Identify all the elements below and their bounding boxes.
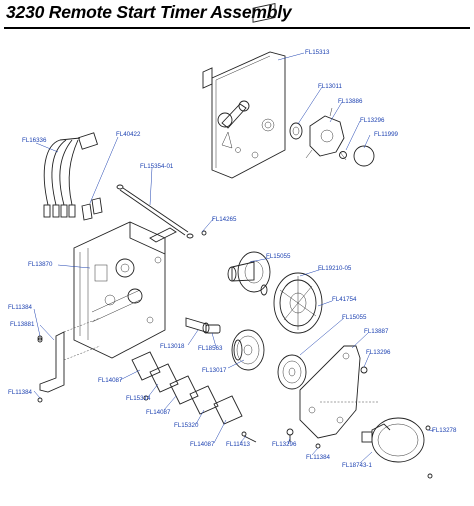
label-fl11384-top: FL11384 bbox=[8, 304, 33, 311]
back-plate-part bbox=[202, 3, 286, 179]
label-fl13018: FL13018 bbox=[160, 343, 185, 350]
label-fl14087-2: FL14087 bbox=[146, 409, 171, 416]
drive-shaft-part bbox=[185, 317, 221, 334]
label-fl13278: FL13278 bbox=[432, 427, 457, 434]
label-fl18743-1: FL18743-1 bbox=[342, 462, 372, 469]
label-fl13881: FL13881 bbox=[10, 321, 35, 328]
label-fl15055-lower: FL15055 bbox=[342, 314, 367, 321]
label-fl13296: FL13296 bbox=[360, 117, 385, 124]
label-fl18563: FL18563 bbox=[198, 345, 223, 352]
cam-gear-part bbox=[227, 251, 271, 296]
label-fl11384-bottom: FL11384 bbox=[306, 454, 331, 461]
label-fl13296-bottom: FL13296 bbox=[272, 441, 297, 448]
label-fl19210-05: FL19210-05 bbox=[318, 265, 352, 272]
large-gear-part bbox=[231, 329, 265, 371]
label-fl15354-01: FL15354-01 bbox=[140, 163, 174, 170]
label-fl13017: FL13017 bbox=[202, 367, 227, 374]
wire-harness-part bbox=[43, 132, 99, 218]
label-fl15314: FL15314 bbox=[126, 395, 151, 402]
wire-nut-part bbox=[81, 197, 103, 221]
label-fl15313: FL15313 bbox=[305, 49, 330, 56]
label-fl40422: FL40422 bbox=[116, 131, 141, 138]
label-fl14087-3: FL14087 bbox=[190, 441, 215, 448]
label-fl13886: FL13886 bbox=[338, 98, 363, 105]
label-fl11413: FL11413 bbox=[226, 441, 251, 448]
label-fl13011: FL13011 bbox=[318, 83, 343, 90]
label-fl15320: FL15320 bbox=[174, 422, 199, 429]
label-fl11384-left: FL11384 bbox=[8, 389, 33, 396]
label-fl41754: FL41754 bbox=[332, 296, 357, 303]
second-gear-part bbox=[277, 354, 307, 390]
timer-housing-part bbox=[73, 221, 177, 359]
knob-assembly-part bbox=[289, 107, 375, 167]
program-wheel-part bbox=[273, 272, 323, 334]
label-fl13870: FL13870 bbox=[28, 261, 53, 268]
label-fl14265: FL14265 bbox=[212, 216, 237, 223]
motor-plate-part bbox=[299, 345, 378, 439]
leader-lines bbox=[33, 52, 435, 464]
page-title: 3230 Remote Start Timer Assembly bbox=[6, 2, 292, 22]
label-fl15055: FL15055 bbox=[266, 253, 291, 260]
label-fl16336: FL16336 bbox=[22, 137, 47, 144]
ground-wire-part bbox=[116, 184, 207, 239]
timer-motor-part bbox=[361, 417, 433, 479]
mounting-bracket-part bbox=[37, 317, 101, 403]
title-underline bbox=[4, 27, 470, 29]
label-fl14087-1: FL14087 bbox=[98, 377, 123, 384]
label-fl11999: FL11999 bbox=[374, 131, 399, 138]
label-fl13296-right: FL13296 bbox=[366, 349, 391, 356]
label-fl13887: FL13887 bbox=[364, 328, 389, 335]
